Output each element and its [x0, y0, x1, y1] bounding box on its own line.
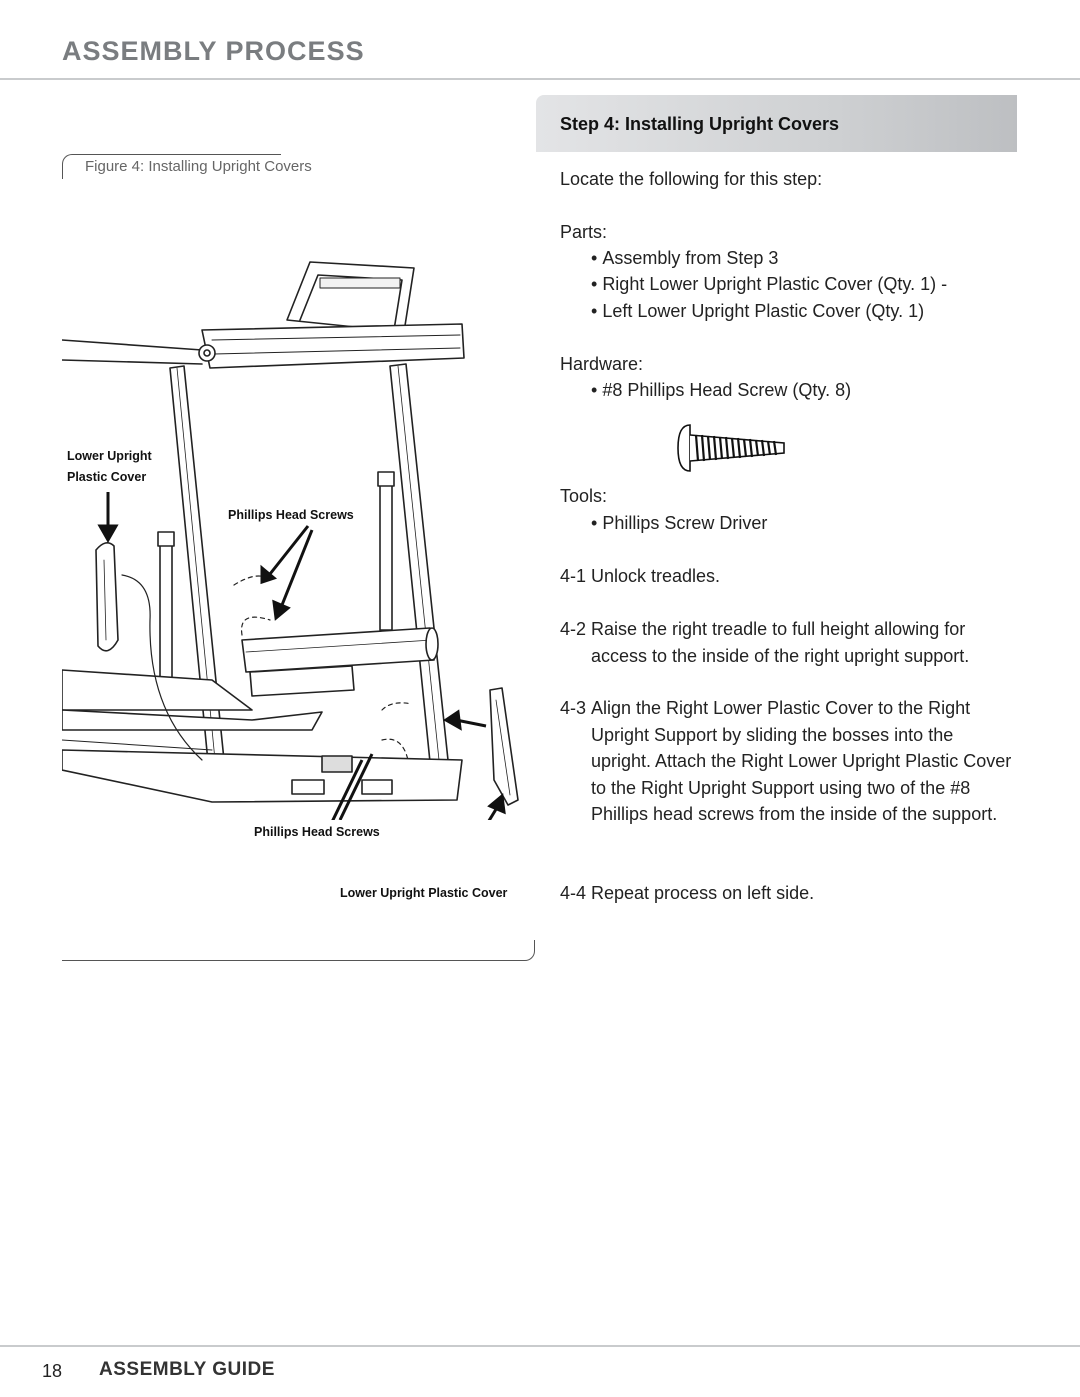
step-number: 4-2: [560, 619, 587, 639]
step-text: Unlock treadles.: [591, 566, 721, 586]
callout-lower-upright-cover-left: Lower Upright Plastic Cover: [67, 446, 152, 488]
callout-phillips-screws-bottom: Phillips Head Screws: [254, 825, 380, 839]
step-number: 4-1: [560, 566, 587, 586]
step-text: Raise the right treadle to full height a…: [591, 619, 970, 666]
parts-label: Parts:: [560, 222, 608, 242]
intro-text: Locate the following for this step:: [560, 169, 823, 189]
callout-line: Plastic Cover: [67, 470, 147, 484]
step-number: 4-4: [560, 883, 587, 903]
page-number: 18: [42, 1361, 63, 1381]
figure-frame-bottom: [62, 940, 535, 961]
callout-line: Lower Upright: [67, 449, 152, 463]
step-text: Repeat process on left side.: [591, 883, 815, 903]
step-heading-bar: [536, 95, 1017, 152]
footer-title: ASSEMBLY GUIDE: [99, 1359, 275, 1380]
tools-label: Tools:: [560, 486, 608, 506]
figure-frame-top: [62, 154, 281, 179]
parts-item: Left Lower Upright Plastic Cover (Qty. 1…: [591, 298, 924, 325]
parts-item: Assembly from Step 3: [591, 245, 778, 272]
hardware-item: #8 Phillips Head Screw (Qty. 8): [591, 377, 851, 404]
treadmill-illustration: [62, 261, 519, 820]
footer-divider: [0, 1345, 1080, 1347]
parts-item: Right Lower Upright Plastic Cover (Qty. …: [591, 271, 947, 298]
phillips-screw-icon: [677, 424, 785, 472]
header-divider: [0, 78, 1080, 80]
step-text: Align the Right Lower Plastic Cover to t…: [591, 698, 1012, 824]
callout-phillips-screws-top: Phillips Head Screws: [228, 508, 354, 522]
callout-lower-upright-cover-right: Lower Upright Plastic Cover: [340, 886, 508, 900]
step-number: 4-3: [560, 698, 587, 718]
figure-caption: Figure 4: Installing Upright Covers: [85, 158, 312, 175]
step-title: Step 4: Installing Upright Covers: [560, 114, 840, 134]
tools-item: Phillips Screw Driver: [591, 510, 767, 537]
page-header-title: ASSEMBLY PROCESS: [62, 36, 365, 66]
hardware-label: Hardware:: [560, 354, 644, 374]
